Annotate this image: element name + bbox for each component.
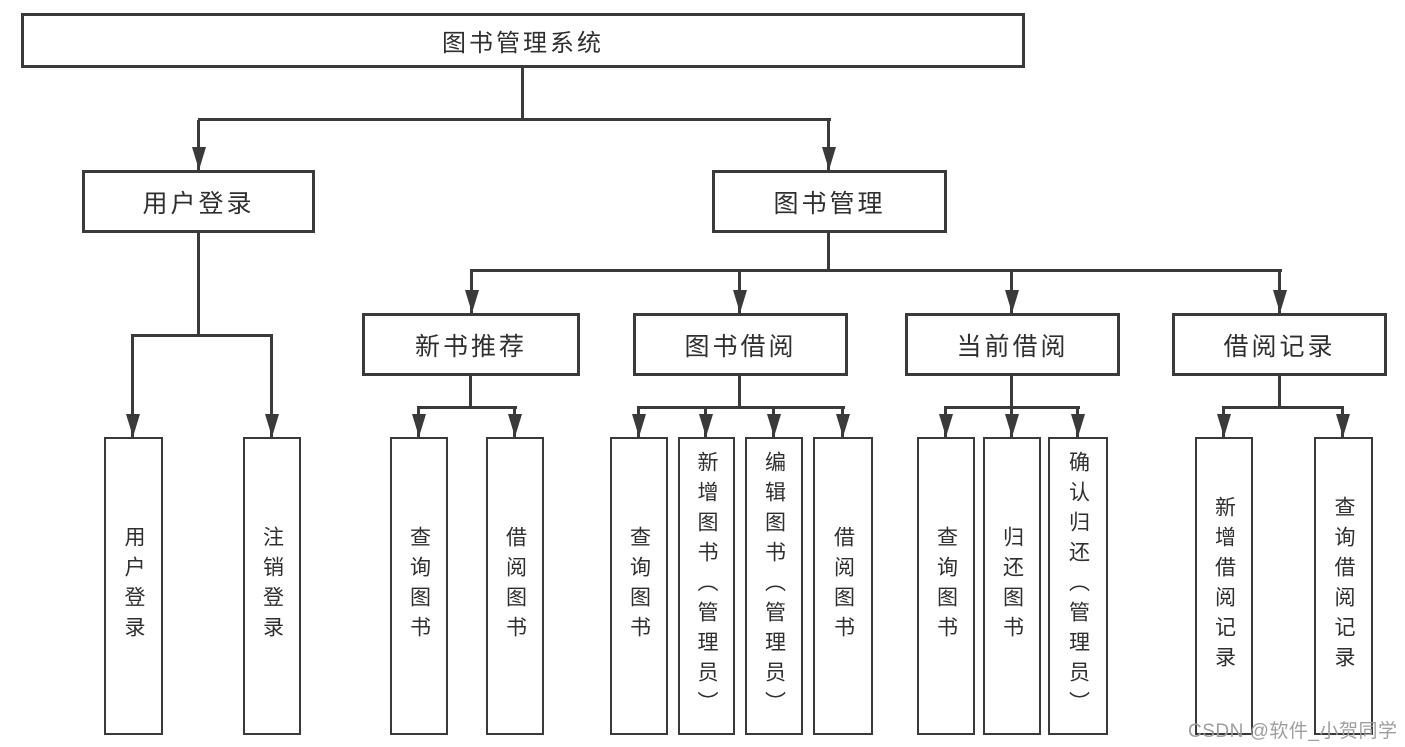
arrow-down-icon (822, 147, 836, 170)
arrow-down-icon (465, 290, 479, 313)
connector-borrow-bar (637, 406, 845, 409)
node-root: 图书管理系统 (21, 13, 1025, 68)
leaf-records-query: 查询借阅记录 (1314, 437, 1373, 735)
arrow-down-icon (265, 414, 279, 437)
node-user-login-label: 用户登录 (142, 189, 255, 218)
connector-current-stem (1010, 376, 1013, 409)
leaf-current-return-label: 归还图书 (1000, 526, 1024, 646)
arrow-down-icon (767, 414, 781, 437)
arrow-down-icon (1005, 414, 1019, 437)
leaf-user-login-label: 用户登录 (122, 526, 145, 646)
connector-newbooks-stem (469, 376, 472, 409)
arrow-down-icon (632, 414, 646, 437)
connector-borrow-stem (738, 376, 741, 409)
leaf-newbooks-borrow-label: 借阅图书 (503, 526, 527, 646)
connector-mgmt-stem (827, 233, 830, 271)
arrow-down-icon (939, 414, 953, 437)
node-new-book-recommend-label: 新书推荐 (414, 332, 527, 361)
connector-user-drop-2 (270, 336, 273, 437)
connector-root-bar (198, 118, 831, 121)
leaf-newbooks-borrow: 借阅图书 (486, 437, 544, 735)
leaf-borrow-edit-admin: 编辑图书（管理员） (745, 437, 803, 735)
connector-records-bar (1222, 406, 1344, 409)
node-book-borrow-label: 图书借阅 (684, 332, 797, 361)
leaf-user-login: 用户登录 (104, 437, 163, 735)
arrow-down-icon (1336, 414, 1350, 437)
arrow-down-icon (1217, 414, 1231, 437)
node-current-borrow: 当前借阅 (905, 313, 1120, 376)
leaf-logout-label: 注销登录 (260, 526, 284, 646)
arrow-down-icon (1071, 414, 1085, 437)
leaf-records-add-label: 新增借阅记录 (1212, 496, 1236, 676)
node-root-label: 图书管理系统 (442, 30, 604, 57)
connector-user-stem (197, 233, 200, 337)
leaf-current-return: 归还图书 (983, 437, 1041, 735)
connector-root-drop-left (197, 120, 200, 170)
arrow-down-icon (699, 414, 713, 437)
connector-records-stem (1278, 376, 1281, 409)
leaf-borrow-add-admin: 新增图书（管理员） (678, 437, 735, 735)
node-current-borrow-label: 当前借阅 (956, 332, 1069, 361)
connector-root-drop-right (827, 120, 830, 170)
arrow-down-icon (1273, 290, 1287, 313)
leaf-borrow-query-label: 查询图书 (627, 526, 651, 646)
leaf-current-query-label: 查询图书 (934, 526, 958, 646)
arrow-down-icon (126, 414, 140, 437)
node-book-management: 图书管理 (712, 170, 947, 233)
node-book-borrow: 图书借阅 (633, 313, 848, 376)
leaf-newbooks-query: 查询图书 (390, 437, 448, 735)
leaf-current-confirm-admin-label: 确认归还（管理员） (1066, 451, 1090, 721)
leaf-current-query: 查询图书 (917, 437, 975, 735)
node-borrow-records: 借阅记录 (1172, 313, 1387, 376)
arrow-down-icon (733, 290, 747, 313)
arrow-down-icon (192, 147, 206, 170)
node-borrow-records-label: 借阅记录 (1223, 332, 1336, 361)
connector-newbooks-bar (417, 406, 517, 409)
connector-user-bar (131, 334, 273, 337)
connector-current-bar (944, 406, 1080, 409)
connector-root-stem (521, 68, 524, 120)
leaf-borrow-edit-admin-label: 编辑图书（管理员） (762, 451, 786, 721)
leaf-logout: 注销登录 (243, 437, 301, 735)
leaf-borrow-borrow-label: 借阅图书 (831, 526, 855, 646)
node-new-book-recommend: 新书推荐 (362, 313, 580, 376)
leaf-newbooks-query-label: 查询图书 (407, 526, 431, 646)
leaf-records-query-label: 查询借阅记录 (1332, 496, 1355, 676)
leaf-borrow-add-admin-label: 新增图书（管理员） (695, 451, 718, 721)
arrow-down-icon (1005, 290, 1019, 313)
leaf-current-confirm-admin: 确认归还（管理员） (1048, 437, 1108, 735)
connector-mgmt-bar (470, 269, 1282, 272)
node-book-management-label: 图书管理 (773, 189, 886, 218)
arrow-down-icon (508, 414, 522, 437)
connector-user-drop-1 (131, 336, 134, 437)
leaf-borrow-query: 查询图书 (610, 437, 668, 735)
csdn-watermark: CSDN @软件_小贺同学 (1188, 721, 1398, 742)
arrow-down-icon (836, 414, 850, 437)
arrow-down-icon (412, 414, 426, 437)
leaf-borrow-borrow: 借阅图书 (813, 437, 873, 735)
node-user-login: 用户登录 (82, 170, 315, 233)
leaf-records-add: 新增借阅记录 (1195, 437, 1253, 735)
